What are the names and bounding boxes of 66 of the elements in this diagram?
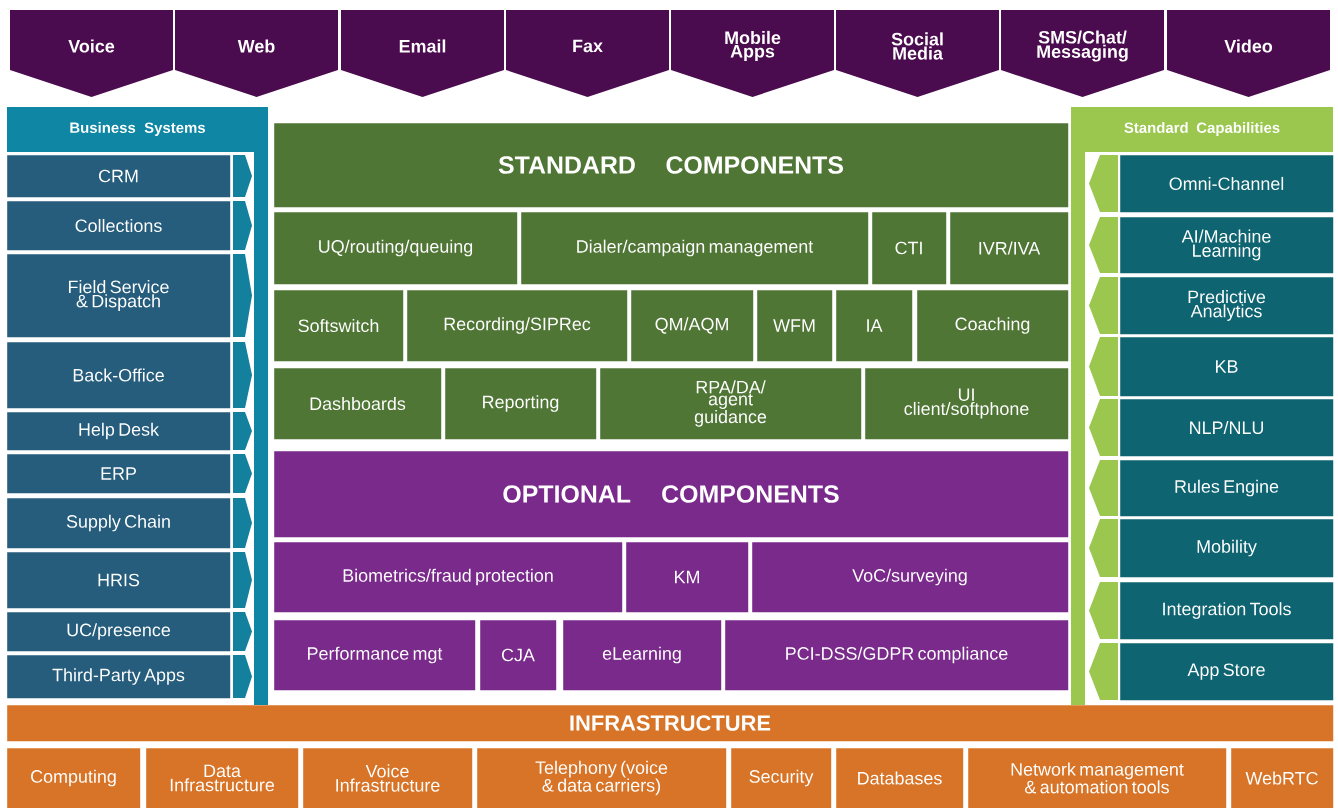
system-box: Collections — [7, 201, 252, 251]
component-box: eLearning — [563, 620, 722, 691]
channel-tab: Mobile Apps — [671, 10, 834, 97]
system-box: Help Desk — [7, 412, 252, 451]
system-box: Field Service & Dispatch — [7, 254, 252, 338]
capability-box: Mobility — [1089, 519, 1334, 578]
infrastructure-box: Voice Infrastructure — [303, 748, 473, 808]
node-label: Mobile Apps — [725, 30, 781, 62]
infrastructure-box: Security — [731, 748, 832, 808]
component-box: VoC/surveying — [752, 542, 1069, 613]
component-box: CJA — [480, 620, 557, 691]
infrastructure-box: Telephony (voice & data carriers) — [477, 748, 727, 808]
channel-tab: Fax — [506, 10, 669, 97]
capability-box: Rules Engine — [1089, 460, 1334, 517]
system-box: Supply Chain — [7, 498, 252, 549]
node-label: Fax — [573, 39, 603, 53]
component-box: UI client/softphone — [865, 368, 1069, 440]
section-header: STANDARD COMPONENTS — [274, 123, 1069, 208]
channel-tab: Social Media — [836, 10, 999, 97]
node-label: Social Media — [891, 32, 944, 60]
capability-box: Integration Tools — [1089, 582, 1334, 640]
channel-tab: Video — [1167, 10, 1330, 97]
infrastructure-box: WebRTC — [1231, 748, 1334, 808]
band-header: INFRASTRUCTURE — [7, 705, 1334, 742]
component-box: UQ/routing/queuing — [274, 212, 518, 285]
component-box: IA — [836, 290, 913, 362]
channel-tab: SMS/Chat/ Messaging — [1001, 10, 1164, 97]
component-box: IVR/IVA — [950, 212, 1069, 285]
channel-tab: Voice — [10, 10, 173, 97]
capability-box: App Store — [1089, 643, 1334, 701]
infrastructure-box: Computing — [7, 748, 141, 808]
capability-box: NLP/NLU — [1089, 399, 1334, 457]
system-box: UC/presence — [7, 612, 252, 652]
capability-box: Predictive Analytics — [1089, 277, 1334, 335]
system-box: Third-Party Apps — [7, 655, 252, 699]
component-box: WFM — [757, 290, 833, 362]
infrastructure-box: Network management & automation tools — [968, 748, 1227, 808]
channel-tab: Web — [175, 10, 338, 97]
component-box: QM/AQM — [631, 290, 754, 362]
component-box: RPA/DA/ agent guidance — [600, 368, 862, 440]
component-box: CTI — [872, 212, 947, 285]
node-label: Email — [399, 39, 446, 53]
system-box: CRM — [7, 155, 252, 198]
component-box: Reporting — [445, 368, 597, 440]
capability-box: Omni-Channel — [1089, 155, 1334, 213]
component-box: Coaching — [917, 290, 1069, 362]
component-box: Softswitch — [274, 290, 404, 362]
channel-tab: Email — [341, 10, 504, 97]
system-box: Back-Office — [7, 342, 252, 409]
system-box: HRIS — [7, 552, 252, 609]
infrastructure-box: Data Infrastructure — [146, 748, 299, 808]
system-box: ERP — [7, 454, 252, 494]
component-box: Dialer/campaign management — [521, 212, 869, 285]
component-box: Performance mgt — [274, 620, 476, 691]
component-box: KM — [626, 542, 749, 613]
component-box: PCI-DSS/GDPR compliance — [725, 620, 1069, 691]
node-label: Voice — [68, 39, 115, 53]
section-header: OPTIONAL COMPONENTS — [274, 451, 1069, 538]
component-box: Biometrics/fraud protection — [274, 542, 623, 613]
capability-box: AI/Machine Learning — [1089, 217, 1334, 274]
infrastructure-box: Databases — [836, 748, 964, 808]
component-box: Recording/SIPRec — [407, 290, 628, 362]
component-box: Dashboards — [274, 368, 442, 440]
node-label: SMS/Chat/ Messaging — [1037, 30, 1128, 62]
capability-box: KB — [1089, 337, 1334, 397]
node-label: Web — [237, 39, 275, 53]
